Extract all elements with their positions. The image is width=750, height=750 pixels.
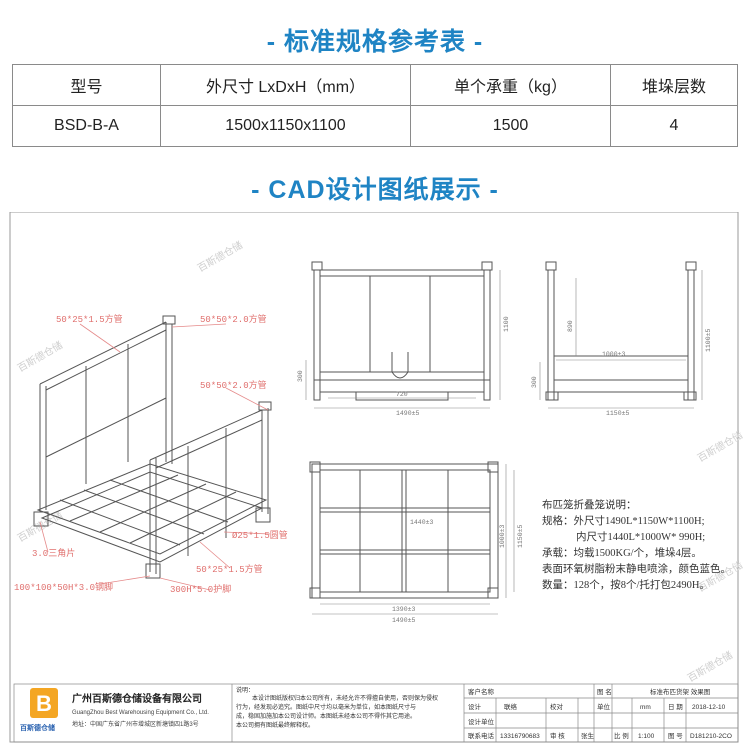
- tb-drawing-no-label: 图 号: [668, 732, 683, 740]
- logo-mark: [30, 688, 58, 718]
- callout-top-left: 50*25*1.5方管: [56, 313, 123, 325]
- tb-scale-label: 比 例: [614, 731, 629, 740]
- spec-section-title: - 标准规格参考表 -: [266, 28, 484, 56]
- dim-side-inner-w: 1000±3: [602, 351, 626, 358]
- tb-design-label: 设计: [468, 702, 482, 711]
- dim-plan-inner-h: 1000±3: [499, 524, 506, 548]
- table-row: BSD-B-A 1500x1150x1100 1500 4: [12, 105, 738, 147]
- tb-notes-label: 说明：: [236, 686, 254, 694]
- cell-model: BSD-B-A: [12, 105, 161, 147]
- callout-bottom-square: 50*25*1.5方管: [196, 563, 263, 575]
- dim-side-low: 300: [531, 376, 538, 388]
- cad-drawing: 百斯德仓储 百斯德仓储 百斯德仓储 百斯德仓储 百斯德仓储 百斯德仓储: [0, 212, 750, 750]
- dim-plan-inner: 1440±3: [410, 519, 434, 526]
- dim-side-height: 1100±5: [705, 328, 712, 352]
- note-line: 数量：128个，按8个/托打包2490H。: [542, 578, 710, 591]
- tb-date-label: 日 期: [668, 703, 683, 711]
- plan-view: [309, 461, 499, 599]
- cell-load: 1500: [410, 105, 611, 147]
- header-load: 单个承重（kg）: [410, 64, 611, 106]
- tb-customer-label: 客户名称: [468, 687, 495, 696]
- tb-drawing-name: 标准布匹货架 效果图: [650, 687, 710, 696]
- tb-designer-label: 设计单位: [468, 717, 495, 726]
- note-line: 承载：均载1500KG/个，堆垛4层。: [542, 547, 702, 559]
- spec-table-header-row: 型号 外尺寸 LxDxH（mm） 单个承重（kg） 堆垛层数: [12, 64, 738, 106]
- callout-mid-right: 50*50*2.0方管: [200, 379, 267, 391]
- tb-proof-label: 校对: [550, 702, 564, 711]
- dim-side-inner-h: 890: [567, 320, 574, 332]
- drawing-frame: [9, 212, 739, 743]
- header-dimensions: 外尺寸 LxDxH（mm）: [160, 64, 411, 106]
- callout-guard: 300H*5.0护脚: [170, 583, 231, 595]
- tb-unit: mm: [640, 704, 651, 711]
- dim-side-width: 1150±5: [606, 410, 630, 417]
- company-logo: B 百斯德仓储: [20, 688, 58, 732]
- tb-review-label: 审 核: [550, 731, 565, 740]
- title-block: [13, 683, 739, 743]
- callout-foot: 100*100*50H*3.0钢脚: [14, 581, 113, 593]
- header-model: 型号: [12, 64, 161, 106]
- tb-unit-label: 单位: [597, 702, 611, 711]
- callout-angle: 3.0三角片: [32, 547, 75, 559]
- tb-drawing-name-label: 图 名: [597, 687, 612, 696]
- note-line: 表面环氧树脂粉末静电喷涂，颜色蓝色。: [542, 562, 731, 575]
- tb-design-value: 联络: [504, 702, 518, 711]
- dim-front-inner: 720: [396, 391, 408, 398]
- dim-front-width: 1490±5: [396, 410, 420, 417]
- note-line: 规格：外尺寸1490L*1150W*1100H;: [542, 514, 705, 527]
- dim-plan-inner-w: 1390±3: [392, 606, 416, 613]
- company-address: 地址：中国广东省广州市增城区新塘镇四1路3号: [72, 720, 199, 728]
- tb-scale: 1:100: [638, 733, 655, 740]
- svg-text:B: B: [36, 691, 52, 716]
- tb-phone-label: 联系电话: [468, 731, 495, 740]
- tb-drawing-no: D181210-2CO: [690, 733, 732, 740]
- logo-text: 百斯德仓储: [20, 723, 55, 732]
- header-stack-layers: 堆垛层数: [610, 64, 738, 106]
- side-elevation: [545, 261, 697, 401]
- tb-notes-line: 成，稳固加施加本公司设计师。本图纸未经本公司不得作其它用途。: [236, 712, 416, 720]
- isometric-view: [33, 315, 272, 579]
- tb-phone: 13316790683: [500, 733, 540, 740]
- tb-date: 2018-12-10: [692, 704, 726, 711]
- tb-notes-line: 本设计图纸版权归本公司所有，未经允许不得擅自使用，否则保为侵权: [252, 694, 438, 702]
- cell-stack-layers: 4: [610, 105, 738, 147]
- dim-plan-outer-h: 1150±5: [517, 524, 524, 548]
- note-line: 布匹笼折叠笼说明：: [542, 498, 637, 511]
- tb-notes-line: 行为，经发现必追究。图纸中尺寸均以毫米为单位，如本图纸尺寸与: [236, 703, 416, 711]
- dim-front-low: 300: [297, 370, 304, 382]
- cell-dimensions: 1500x1150x1100: [160, 105, 411, 147]
- company-name-cn: 广州百斯德仓储设备有限公司: [72, 692, 202, 705]
- tb-review-value: 张生: [581, 731, 595, 740]
- front-elevation: [311, 261, 493, 401]
- tb-notes-line: 本公司拥有图纸最终解释权。: [236, 721, 314, 729]
- company-name-en: GuangZhou Best Warehousing Equipment Co.…: [72, 710, 209, 716]
- cad-section-title: - CAD设计图纸展示 -: [251, 176, 499, 204]
- spec-table: 型号 外尺寸 LxDxH（mm） 单个承重（kg） 堆垛层数 BSD-B-A 1…: [12, 64, 738, 147]
- callout-top-right: 50*50*2.0方管: [200, 313, 267, 325]
- dim-front-height: 1100: [503, 316, 510, 332]
- note-line: 内尺寸1440L*1000W* 990H;: [576, 530, 705, 543]
- callout-round-tube: Ø25*1.5圆管: [232, 529, 288, 541]
- dim-plan-outer-w: 1490±5: [392, 617, 416, 624]
- drawing-notes: 布匹笼折叠笼说明： 规格：外尺寸1490L*1150W*1100H; 内尺寸14…: [542, 498, 731, 591]
